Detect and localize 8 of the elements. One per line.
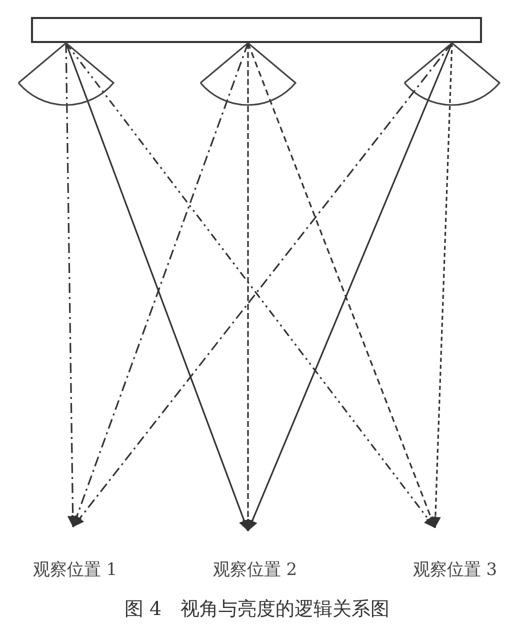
arrow (430, 42, 453, 528)
caption: 图 4 视角与亮度的逻辑关系图 (123, 597, 391, 622)
position-label: 观察位置 3 (398, 528, 512, 581)
position-label: 观察位置 2 (198, 531, 312, 581)
panel-bar (31, 17, 482, 43)
arrow (65, 42, 78, 528)
arrow (242, 43, 254, 531)
position-label: 观察位置 1 (20, 527, 130, 581)
